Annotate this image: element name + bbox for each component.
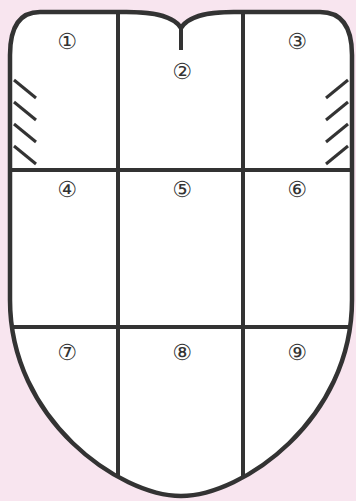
callout-number: ③	[287, 31, 307, 53]
callout-number: ②	[172, 61, 192, 83]
callout-number: ⑦	[57, 342, 77, 364]
callout-number: ⑧	[172, 342, 192, 364]
callout-number: ⑨	[287, 342, 307, 364]
callout-number: ⑤	[172, 179, 192, 201]
tongue-fill	[10, 12, 352, 496]
side-hatching	[14, 80, 348, 164]
callout-number: ④	[57, 179, 77, 201]
callout-number: ⑥	[287, 179, 307, 201]
tongue-outline	[10, 12, 352, 496]
callout-number: ①	[57, 31, 77, 53]
